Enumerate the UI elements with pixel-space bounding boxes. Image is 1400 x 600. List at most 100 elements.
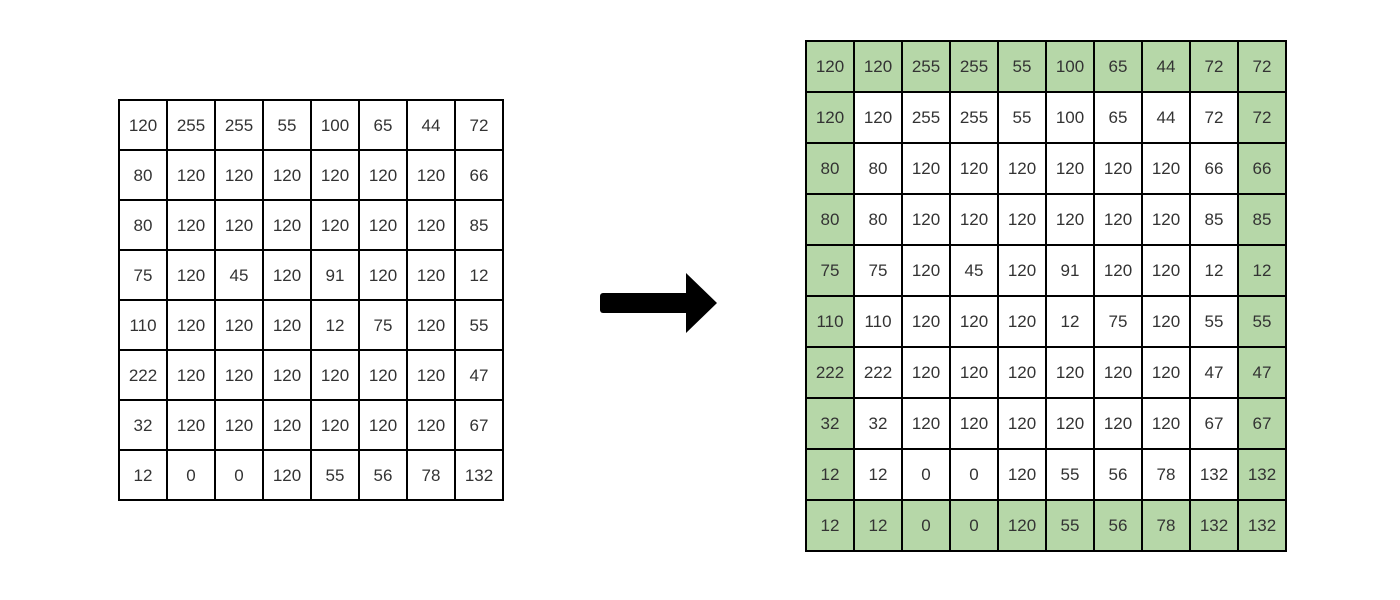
matrix-cell: 255 xyxy=(902,41,950,92)
matrix-cell: 120 xyxy=(407,200,455,250)
matrix-cell: 44 xyxy=(1142,92,1190,143)
matrix-cell: 56 xyxy=(359,450,407,500)
matrix-cell: 120 xyxy=(806,41,854,92)
matrix-cell: 67 xyxy=(1190,398,1238,449)
matrix-cell: 65 xyxy=(1094,41,1142,92)
matrix-cell: 12 xyxy=(1190,245,1238,296)
matrix-cell: 222 xyxy=(854,347,902,398)
matrix-cell: 0 xyxy=(902,500,950,551)
matrix-cell: 120 xyxy=(359,150,407,200)
matrix-cell: 255 xyxy=(167,100,215,150)
right-arrow-icon xyxy=(600,272,718,334)
matrix-cell: 47 xyxy=(455,350,503,400)
matrix-cell: 66 xyxy=(1238,143,1286,194)
matrix-cell: 12 xyxy=(806,449,854,500)
matrix-cell: 12 xyxy=(1046,296,1094,347)
matrix-cell: 120 xyxy=(263,250,311,300)
matrix-cell: 80 xyxy=(854,194,902,245)
matrix-cell: 120 xyxy=(854,41,902,92)
matrix-cell: 120 xyxy=(950,347,998,398)
matrix-cell: 66 xyxy=(455,150,503,200)
matrix-cell: 78 xyxy=(1142,449,1190,500)
matrix-cell: 120 xyxy=(263,200,311,250)
matrix-cell: 80 xyxy=(854,143,902,194)
matrix-cell: 120 xyxy=(854,92,902,143)
matrix-cell: 75 xyxy=(806,245,854,296)
matrix-cell: 120 xyxy=(950,194,998,245)
matrix-cell: 110 xyxy=(854,296,902,347)
matrix-cell: 12 xyxy=(854,449,902,500)
matrix-cell: 120 xyxy=(407,300,455,350)
matrix-cell: 12 xyxy=(455,250,503,300)
matrix-cell: 120 xyxy=(950,296,998,347)
matrix-cell: 132 xyxy=(1238,500,1286,551)
matrix-cell: 120 xyxy=(359,250,407,300)
matrix-cell: 80 xyxy=(806,194,854,245)
matrix-cell: 75 xyxy=(854,245,902,296)
matrix-cell: 120 xyxy=(407,250,455,300)
matrix-cell: 120 xyxy=(215,350,263,400)
matrix-cell: 91 xyxy=(1046,245,1094,296)
matrix-cell: 120 xyxy=(407,150,455,200)
matrix-cell: 120 xyxy=(263,450,311,500)
matrix-cell: 120 xyxy=(998,245,1046,296)
matrix-cell: 85 xyxy=(1238,194,1286,245)
matrix-cell: 120 xyxy=(263,350,311,400)
matrix-cell: 120 xyxy=(1046,194,1094,245)
matrix-cell: 91 xyxy=(311,250,359,300)
matrix-cell: 32 xyxy=(806,398,854,449)
matrix-cell: 120 xyxy=(1046,143,1094,194)
matrix-cell: 132 xyxy=(455,450,503,500)
matrix-cell: 120 xyxy=(359,400,407,450)
matrix-cell: 45 xyxy=(215,250,263,300)
matrix-cell: 0 xyxy=(215,450,263,500)
matrix-cell: 120 xyxy=(167,400,215,450)
matrix-cell: 67 xyxy=(1238,398,1286,449)
matrix-cell: 120 xyxy=(998,347,1046,398)
matrix-cell: 78 xyxy=(1142,500,1190,551)
matrix-cell: 120 xyxy=(1046,398,1094,449)
matrix-cell: 120 xyxy=(263,400,311,450)
matrix-cell: 120 xyxy=(167,300,215,350)
matrix-cell: 72 xyxy=(455,100,503,150)
matrix-cell: 120 xyxy=(1094,194,1142,245)
matrix-cell: 72 xyxy=(1190,41,1238,92)
matrix-cell: 120 xyxy=(950,143,998,194)
matrix-cell: 120 xyxy=(167,200,215,250)
matrix-cell: 120 xyxy=(215,150,263,200)
matrix-cell: 120 xyxy=(998,296,1046,347)
matrix-cell: 120 xyxy=(1094,398,1142,449)
matrix-cell: 65 xyxy=(359,100,407,150)
matrix-cell: 55 xyxy=(1046,500,1094,551)
matrix-cell: 120 xyxy=(1142,194,1190,245)
matrix-cell: 55 xyxy=(263,100,311,150)
matrix-cell: 120 xyxy=(1142,347,1190,398)
matrix-cell: 255 xyxy=(950,92,998,143)
matrix-cell: 120 xyxy=(407,350,455,400)
matrix-cell: 120 xyxy=(215,400,263,450)
matrix-cell: 120 xyxy=(998,449,1046,500)
matrix-cell: 110 xyxy=(119,300,167,350)
matrix-cell: 120 xyxy=(806,92,854,143)
matrix-cell: 120 xyxy=(215,300,263,350)
matrix-cell: 56 xyxy=(1094,449,1142,500)
matrix-cell: 72 xyxy=(1190,92,1238,143)
matrix-cell: 120 xyxy=(902,245,950,296)
matrix-cell: 32 xyxy=(854,398,902,449)
matrix-cell: 120 xyxy=(263,150,311,200)
matrix-cell: 120 xyxy=(167,350,215,400)
matrix-cell: 222 xyxy=(119,350,167,400)
matrix-cell: 255 xyxy=(950,41,998,92)
matrix-cell: 120 xyxy=(950,398,998,449)
matrix-cell: 85 xyxy=(1190,194,1238,245)
matrix-cell: 120 xyxy=(902,194,950,245)
matrix-cell: 100 xyxy=(1046,41,1094,92)
matrix-cell: 120 xyxy=(359,200,407,250)
matrix-cell: 120 xyxy=(1046,347,1094,398)
matrix-cell: 120 xyxy=(119,100,167,150)
matrix-cell: 12 xyxy=(119,450,167,500)
matrix-cell: 44 xyxy=(1142,41,1190,92)
matrix-cell: 120 xyxy=(998,194,1046,245)
matrix-cell: 120 xyxy=(1094,347,1142,398)
